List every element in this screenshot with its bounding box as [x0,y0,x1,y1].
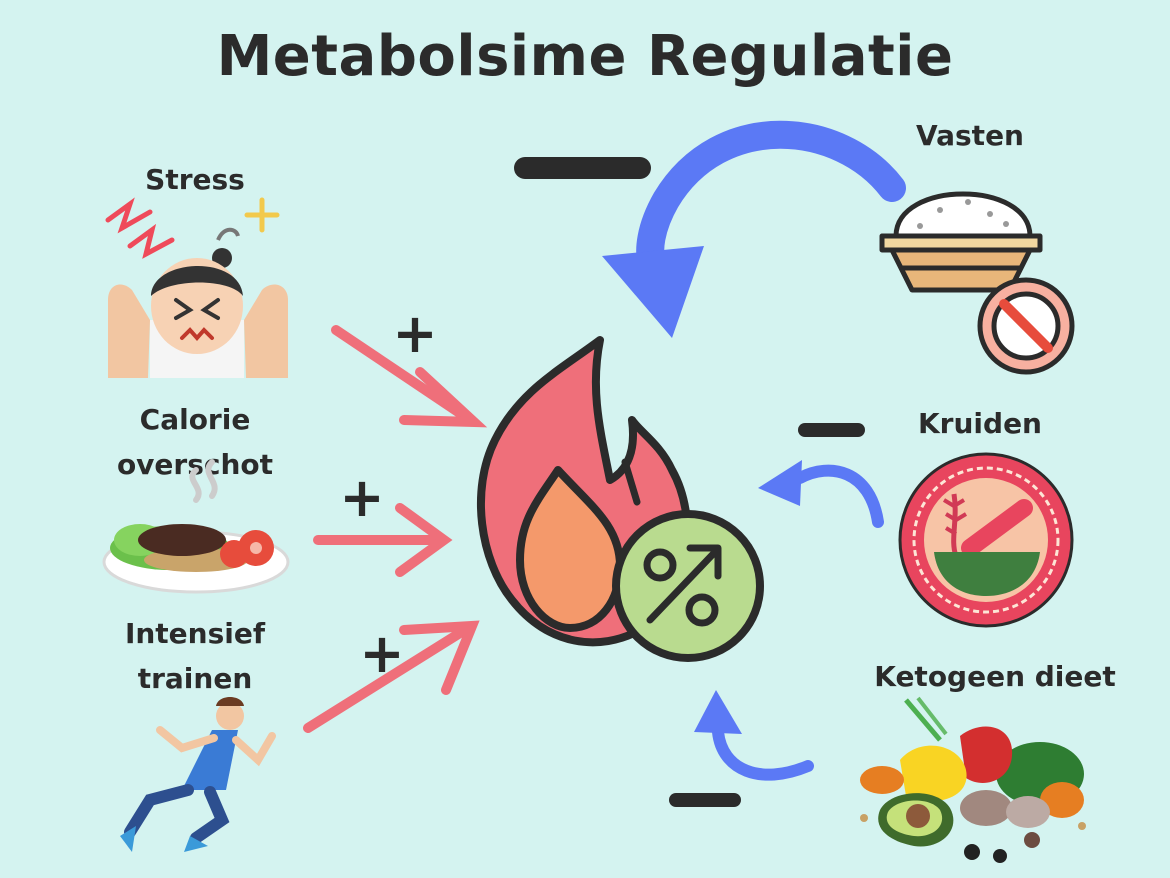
running-man-icon [120,697,276,852]
label-stress-text: Stress [145,163,245,196]
label-training-text: Intensief trainen [124,617,266,695]
stressed-person-bomb-icon [105,197,288,378]
decrease-arrow-keto [694,690,814,781]
label-calorie: Calorie overschot [100,398,290,488]
increase-arrow-stress [331,325,488,428]
page-title: Metabolsime Regulatie [216,24,954,89]
rice-bowl-forbidden-icon [879,191,1075,375]
metabolism-fire-percent-up-icon [477,336,764,662]
label-stress: Stress [120,158,270,203]
decrease-arrow-vasten [602,120,906,338]
vegetables-avocado-icon [860,696,1086,863]
mortar-herbs-icon [898,452,1074,628]
plus-sign-stress: + [392,302,437,365]
label-vasten-text: Vasten [915,119,1024,152]
plus-sign-training: + [359,622,404,685]
label-calorie-text: Calorie overschot [116,403,274,481]
label-keto-text: Ketogeen dieet [874,660,1116,693]
label-training: Intensief trainen [110,612,280,702]
label-vasten: Vasten [890,114,1050,159]
burger-plate-icon [102,459,290,594]
label-kruiden: Kruiden [895,402,1065,447]
decrease-arrow-kruiden [758,460,884,528]
increase-arrow-training [303,620,480,733]
plus-sign-calorie: + [339,466,384,529]
label-kruiden-text: Kruiden [917,407,1042,440]
label-keto: Ketogeen dieet [870,655,1120,700]
increase-arrow-calorie [313,503,453,577]
